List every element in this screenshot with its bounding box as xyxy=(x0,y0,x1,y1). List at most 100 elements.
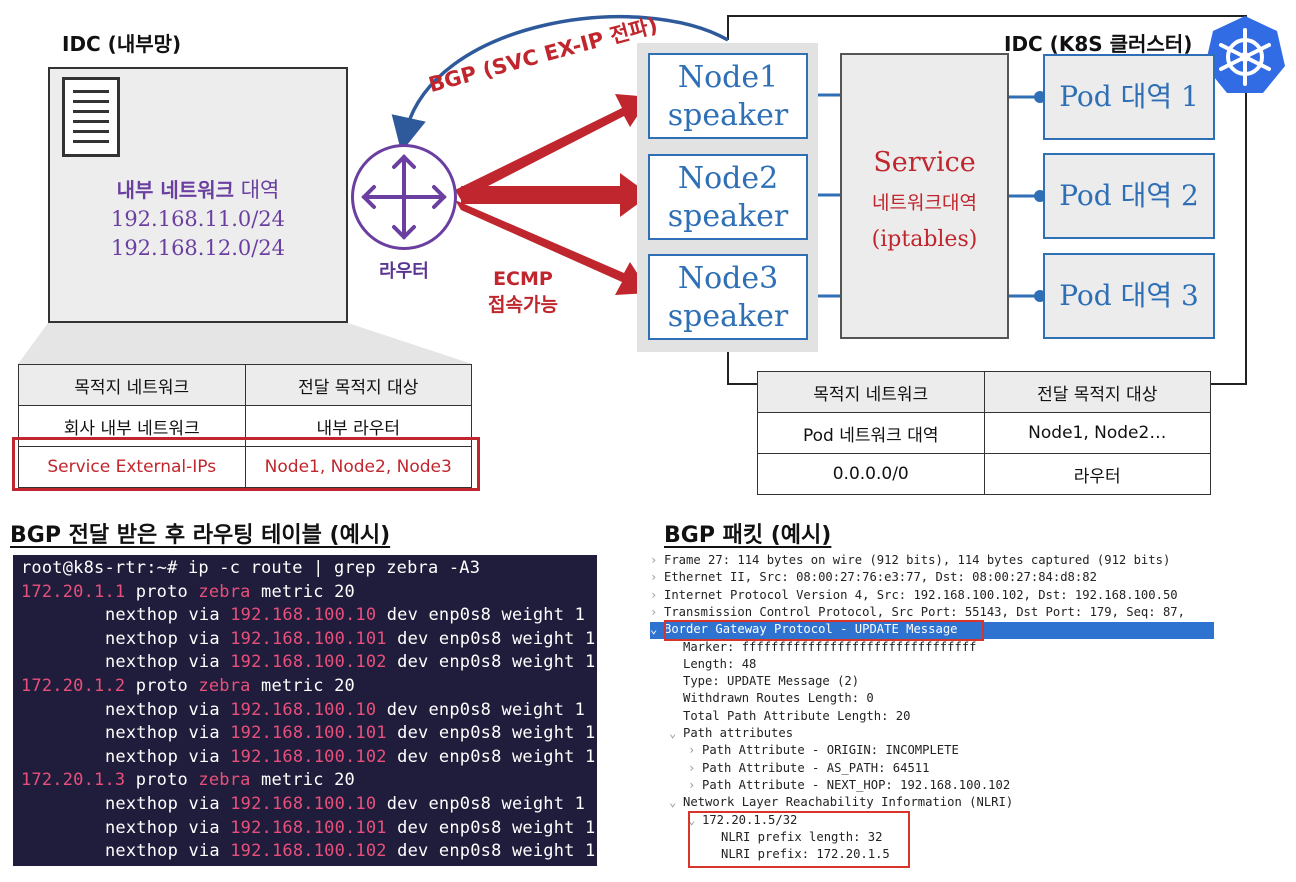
chevron-down-icon[interactable]: ⌄ xyxy=(688,812,696,827)
packet-line-text: Marker: ffffffffffffffffffffffffffffffff xyxy=(683,639,977,654)
packet-line[interactable]: NLRI prefix length: 32 xyxy=(707,830,882,844)
nexthop-prefix: nexthop via xyxy=(105,605,231,626)
nexthop-suffix: dev enp0s8 weight 1 xyxy=(386,746,596,767)
chevron-right-icon[interactable]: › xyxy=(650,604,658,619)
chevron-down-icon[interactable]: ⌄ xyxy=(669,795,677,810)
spacer xyxy=(669,674,683,688)
terminal-prompt: root@k8s-rtr:~# ip -c route | grep zebra… xyxy=(21,558,481,578)
ecmp-label-line2: 접속가능 xyxy=(488,294,558,316)
packet-line[interactable]: Withdrawn Routes Length: 0 xyxy=(669,691,874,705)
packet-line[interactable]: NLRI prefix: 172.20.1.5 xyxy=(707,847,890,861)
nexthop-prefix: nexthop via xyxy=(105,723,231,744)
chevron-right-icon[interactable]: › xyxy=(688,777,696,792)
packet-line-selected[interactable]: ⌄ Border Gateway Protocol - UPDATE Messag… xyxy=(650,622,1214,640)
node-name: Node3 xyxy=(677,261,779,296)
packet-line-text: Path attributes xyxy=(683,726,794,740)
packet-line[interactable]: › Frame 27: 114 bytes on wire (912 bits),… xyxy=(650,553,1170,567)
route-metric: metric 20 xyxy=(250,770,355,791)
packet-line[interactable]: › Transmission Control Protocol, Src Port… xyxy=(650,605,1185,619)
nexthop-ip: 192.168.100.10 xyxy=(230,794,377,814)
packet-line[interactable]: ⌄ Network Layer Reachability Information … xyxy=(669,795,1013,809)
internal-network-label-suffix: 대역 xyxy=(234,178,280,202)
packet-line-text: Withdrawn Routes Length: 0 xyxy=(683,691,874,706)
spacer xyxy=(669,709,683,723)
packet-line-text: Type: UPDATE Message (2) xyxy=(683,674,860,689)
packet-line[interactable]: Type: UPDATE Message (2) xyxy=(669,674,859,688)
route-proto: proto xyxy=(125,770,199,791)
packet-line[interactable]: ⌄ 172.20.1.5/32 xyxy=(688,813,797,827)
route-proto-name: zebra xyxy=(198,581,251,602)
nexthop-prefix: nexthop via xyxy=(105,817,231,838)
packet-line-text: 172.20.1.5/32 xyxy=(702,812,798,827)
packet-line[interactable]: ›Path Attribute - AS_PATH: 64511 xyxy=(688,761,929,775)
node1-speaker: Node1 speaker xyxy=(648,53,808,139)
table-cell: 라우터 xyxy=(983,453,1211,495)
packet-line-text: Length: 48 xyxy=(683,656,757,671)
table-header: 목적지 네트워크 xyxy=(757,371,985,413)
subnet-2: 192.168.12.0/24 xyxy=(110,236,286,260)
table-cell: 내부 라우터 xyxy=(244,405,472,447)
nexthop-line: nexthop via 192.168.100.10 dev enp0s8 we… xyxy=(21,794,585,814)
nexthop-line: nexthop via 192.168.100.102 dev enp0s8 w… xyxy=(21,747,595,767)
nexthop-ip: 192.168.100.102 xyxy=(230,841,387,862)
table-header: 전달 목적지 대상 xyxy=(983,371,1211,413)
nexthop-line: nexthop via 192.168.100.101 dev enp0s8 w… xyxy=(21,723,595,743)
packet-line-text: NLRI prefix: 172.20.1.5 xyxy=(721,847,890,862)
router-label: 라우터 xyxy=(379,261,429,282)
chevron-right-icon[interactable]: › xyxy=(650,553,658,567)
route-entry: 172.20.1.2 proto zebra metric 20 xyxy=(21,676,355,696)
chevron-right-icon[interactable]: › xyxy=(688,760,696,775)
chevron-down-icon[interactable]: ⌄ xyxy=(669,726,677,740)
node-name: Node2 xyxy=(677,161,779,196)
nexthop-suffix: dev enp0s8 weight 1 xyxy=(386,817,596,838)
nexthop-ip: 192.168.100.102 xyxy=(230,652,387,673)
packet-line[interactable]: › Internet Protocol Version 4, Src: 192.1… xyxy=(650,588,1178,602)
spacer xyxy=(669,657,683,671)
pod-range-1: Pod 대역 1 xyxy=(1043,54,1215,140)
terminal-output: root@k8s-rtr:~# ip -c route | grep zebra… xyxy=(13,555,597,866)
table-cell: Node1, Node2… xyxy=(983,412,1211,454)
nexthop-suffix: dev enp0s8 weight 1 xyxy=(376,605,586,626)
router-icon xyxy=(351,144,457,250)
highlight-box xyxy=(12,437,480,491)
packet-line[interactable]: › Path Attribute - NEXT_HOP: 192.168.100.… xyxy=(688,778,1010,792)
server-document-icon xyxy=(62,77,120,157)
nexthop-ip: 192.168.100.10 xyxy=(230,605,377,626)
nexthop-line: nexthop via 192.168.100.101 dev enp0s8 w… xyxy=(21,818,595,838)
packet-line-text: Frame 27: 114 bytes on wire (912 bits), … xyxy=(664,553,1171,567)
chevron-right-icon[interactable]: › xyxy=(650,587,658,602)
internal-network-info: 내부 네트워크 대역 192.168.11.0/24 192.168.12.0/… xyxy=(50,176,346,263)
ecmp-label-line1: ECMP xyxy=(493,268,553,290)
table-cell: Pod 네트워크 대역 xyxy=(757,412,985,454)
service-network-box: Service 네트워크대역 (iptables) xyxy=(840,53,1009,339)
nexthop-suffix: dev enp0s8 weight 1 xyxy=(386,841,596,862)
nexthop-prefix: nexthop via xyxy=(105,794,231,814)
kubernetes-icon xyxy=(1203,14,1287,96)
cluster-routing-table: 목적지 네트워크 전달 목적지 대상 Pod 네트워크 대역 Node1, No… xyxy=(757,371,1211,495)
packet-line-text: Internet Protocol Version 4, Src: 192.16… xyxy=(664,587,1178,602)
route-proto: proto xyxy=(125,676,199,696)
chevron-right-icon[interactable]: › xyxy=(688,743,696,758)
chevron-down-icon[interactable]: ⌄ xyxy=(650,622,658,637)
packet-line[interactable]: Marker: ffffffffffffffffffffffffffffffff xyxy=(669,640,977,654)
packet-line[interactable]: ›Path Attribute - ORIGIN: INCOMPLETE xyxy=(688,743,959,757)
chevron-right-icon[interactable]: › xyxy=(650,570,658,585)
packet-line[interactable]: Total Path Attribute Length: 20 xyxy=(669,709,910,723)
packet-line-text: Border Gateway Protocol - UPDATE Message xyxy=(664,622,958,637)
packet-details: › Frame 27: 114 bytes on wire (912 bits),… xyxy=(650,553,1214,873)
spacer xyxy=(669,640,683,654)
packet-line[interactable]: ⌄ Path attributes xyxy=(669,726,793,740)
route-prefix: 172.20.1.3 xyxy=(21,770,126,791)
nexthop-ip: 192.168.100.101 xyxy=(230,817,387,838)
nexthop-prefix: nexthop via xyxy=(105,652,231,673)
packet-line[interactable]: ›Ethernet II, Src: 08:00:27:76:e3:77, Ds… xyxy=(650,570,1097,584)
packet-line-text: Path Attribute - NEXT_HOP: 192.168.100.1… xyxy=(702,777,1011,792)
node-role: speaker xyxy=(667,299,789,334)
packet-line[interactable]: Length: 48 xyxy=(669,657,756,671)
route-proto-name: zebra xyxy=(198,770,251,791)
nexthop-ip: 192.168.100.102 xyxy=(230,746,387,767)
packet-line-text: Transmission Control Protocol, Src Port:… xyxy=(664,604,1185,619)
route-proto: proto xyxy=(125,581,199,602)
packet-line-text: Network Layer Reachability Information (… xyxy=(683,795,1014,810)
table-cell: 회사 내부 네트워크 xyxy=(18,405,246,447)
